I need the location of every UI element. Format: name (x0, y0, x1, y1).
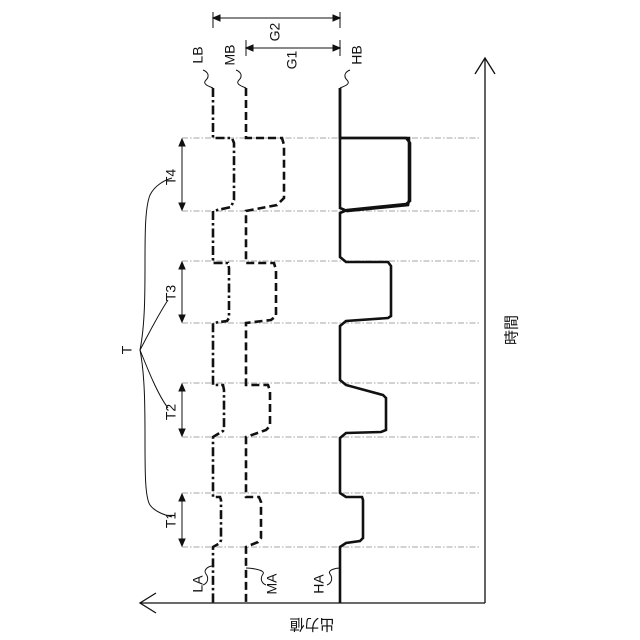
t2-arrow-bottom (179, 429, 185, 436)
label-t4: T4 (163, 169, 179, 186)
t-leader-t1 (140, 350, 172, 517)
hb-leader (340, 70, 350, 88)
text-labels: LB MB HB G2 G1 LA MA HA T T4 T3 T2 T1 時間… (119, 22, 521, 633)
g1-arrow-right (333, 45, 340, 51)
time-guides (182, 138, 480, 547)
label-leaders (203, 70, 350, 585)
label-hb: HB (349, 45, 365, 64)
label-ha: HA (311, 574, 327, 594)
waveform-h-main (340, 88, 410, 603)
label-lb: LB (190, 46, 206, 63)
t2-arrow-top (179, 384, 185, 391)
waveform-h (340, 88, 409, 211)
ha-leader (327, 568, 340, 585)
label-mb: MB (222, 45, 238, 66)
label-la: LA (190, 575, 206, 593)
t4-arrow-bottom (179, 203, 185, 210)
t-brace (140, 178, 172, 517)
time-axis-label: 時間 (503, 315, 521, 345)
waveform-l (213, 88, 234, 603)
label-t: T (119, 345, 135, 354)
label-t3: T3 (163, 285, 179, 302)
t-leader-t4 (140, 178, 172, 350)
label-ma: MA (264, 573, 280, 595)
output-axis-label: 出力値 (289, 616, 334, 634)
mb-leader (236, 70, 246, 88)
t3-arrow-bottom (179, 315, 185, 322)
label-g1: G1 (284, 50, 300, 69)
t1-arrow-bottom (179, 539, 185, 546)
t3-arrow-top (179, 262, 185, 269)
interval-dimensions (179, 139, 185, 546)
g1-arrow-left (246, 45, 253, 51)
t1-arrow-top (179, 494, 185, 501)
g2-arrow-right (333, 15, 340, 21)
lb-leader (203, 70, 213, 88)
waveform-m (246, 88, 284, 603)
g2-arrow-left (213, 15, 220, 21)
label-t1: T1 (163, 512, 179, 529)
label-t2: T2 (163, 404, 179, 421)
axes (140, 58, 495, 613)
t4-arrow-top (179, 139, 185, 146)
label-g2: G2 (267, 22, 283, 41)
